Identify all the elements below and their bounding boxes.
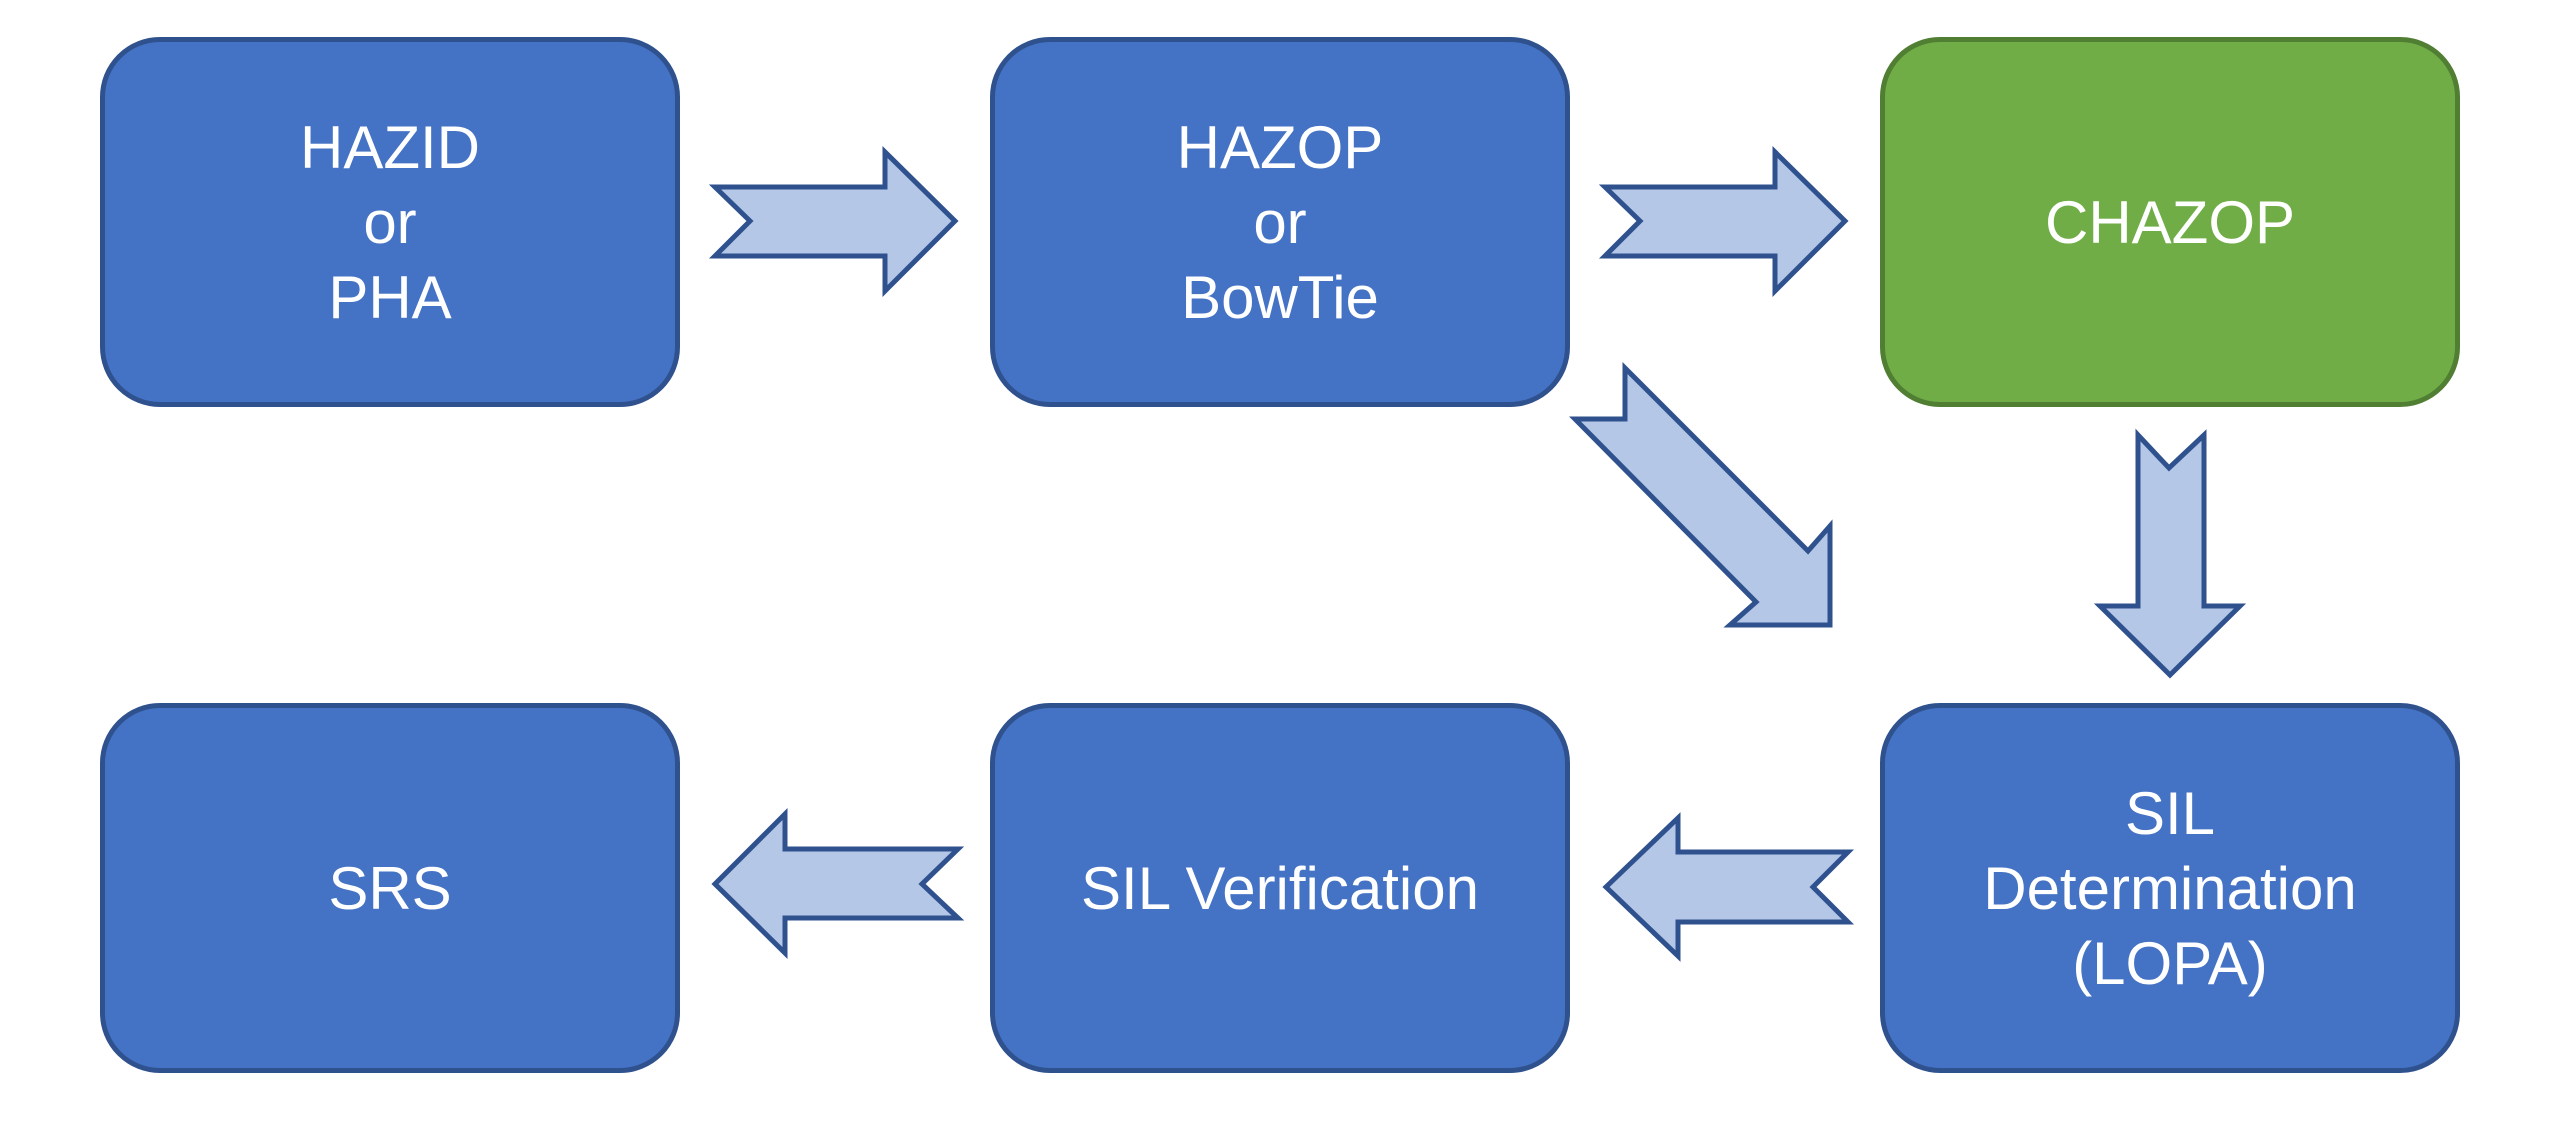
node-chazop: CHAZOP: [1880, 37, 2460, 407]
arrow-sil-verification-to-srs: [711, 807, 965, 959]
node-srs: SRS: [100, 703, 680, 1073]
arrow-hazid-to-hazop: [708, 146, 959, 298]
node-hazid-line-1: HAZID: [300, 113, 480, 181]
node-sil-determination-line-3: (LOPA): [2072, 929, 2268, 997]
node-hazid-line-2: or: [363, 188, 417, 256]
node-sil-determination-line-2: Determination: [1983, 854, 2357, 922]
node-sil-verification: SIL Verification: [990, 703, 1570, 1073]
arrow-hazop-to-sil-determination: [1569, 361, 1833, 628]
arrow-chazop-to-sil-determination: [2093, 428, 2247, 679]
node-hazid: HAZID or PHA: [100, 37, 680, 407]
node-sil-determination: SIL Determination (LOPA): [1880, 703, 2460, 1073]
arrow-sil-determination-to-sil-verification: [1602, 812, 1855, 962]
node-hazop-line-3: BowTie: [1181, 263, 1379, 331]
node-chazop-line-1: CHAZOP: [2044, 188, 2296, 256]
node-hazop-line-2: or: [1253, 188, 1307, 256]
node-sil-verification-line-1: SIL Verification: [1081, 854, 1479, 922]
node-hazid-line-3: PHA: [328, 263, 452, 331]
node-srs-line-1: SRS: [328, 854, 452, 922]
arrow-hazop-to-chazop: [1598, 146, 1849, 298]
node-hazop: HAZOP or BowTie: [990, 37, 1570, 407]
node-hazop-line-1: HAZOP: [1176, 113, 1384, 181]
node-sil-determination-line-1: SIL: [2124, 779, 2216, 847]
